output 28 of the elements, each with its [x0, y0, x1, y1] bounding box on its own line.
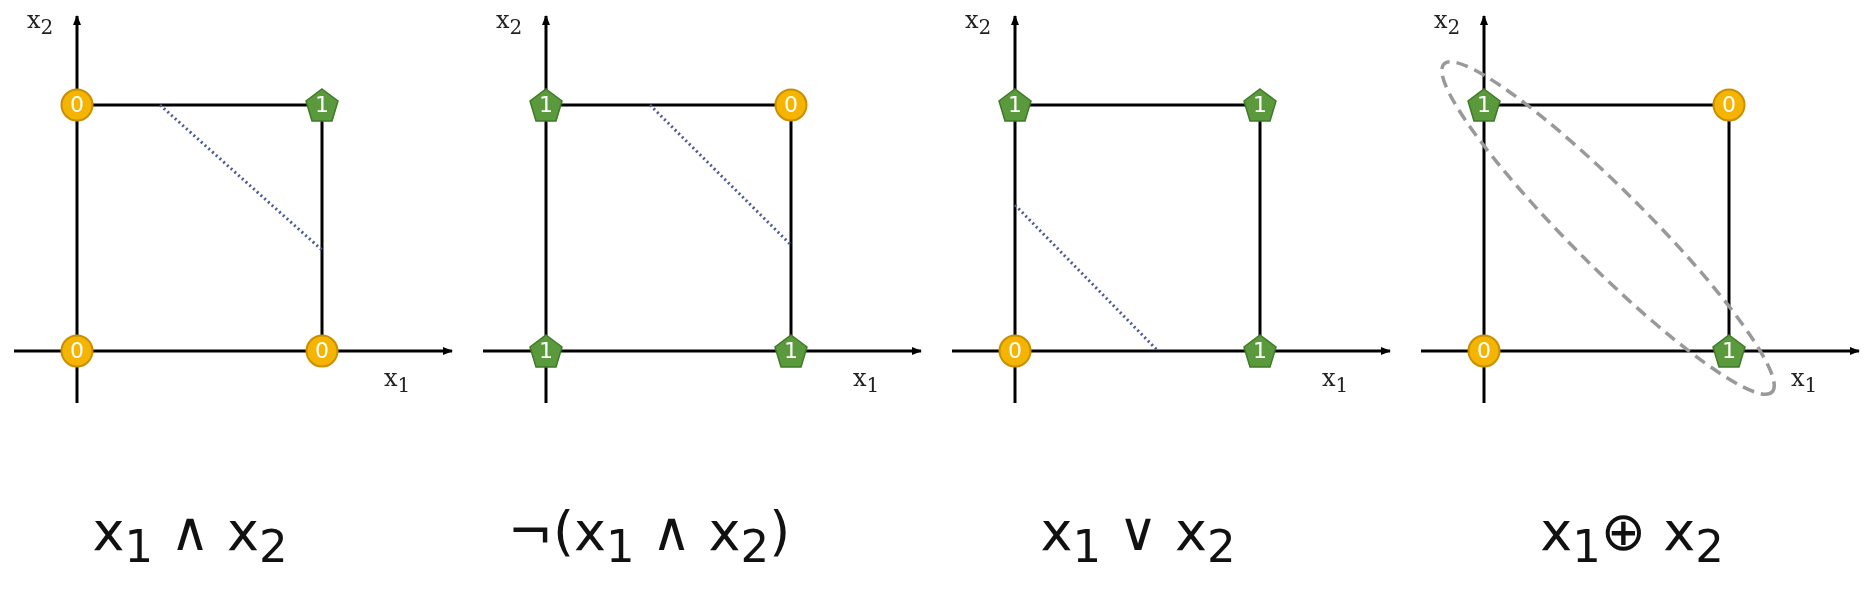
axis-label: x$_{2}$	[965, 6, 992, 39]
formula: x$_{1}$ ∧ x$_{2}$	[92, 500, 288, 573]
pentagon-marker: 1	[1243, 88, 1277, 122]
pentagon-marker: 1	[998, 88, 1032, 122]
axis-label: x$_{1}$	[1791, 364, 1818, 397]
pentagon-marker: 1	[774, 334, 808, 368]
formula: x$_{1}$ ∨ x$_{2}$	[1040, 500, 1236, 573]
circle-marker: 0	[774, 88, 808, 122]
pentagon-marker: 1	[1467, 88, 1501, 122]
circle-marker: 0	[305, 334, 339, 368]
circle-marker: 0	[60, 88, 94, 122]
axis-label: x$_{2}$	[27, 6, 54, 39]
axis-label: x$_{1}$	[1322, 364, 1349, 397]
pentagon-marker: 1	[529, 88, 563, 122]
axis-label: x$_{2}$	[1434, 6, 1461, 39]
pentagon-marker: 1	[529, 334, 563, 368]
pentagon-marker: 1	[305, 88, 339, 122]
circle-marker: 0	[1712, 88, 1746, 122]
pentagon-marker: 1	[1243, 334, 1277, 368]
circle-marker: 0	[998, 334, 1032, 368]
circle-marker: 0	[60, 334, 94, 368]
axis-label: x$_{2}$	[496, 6, 523, 39]
formula: ¬(x$_{1}$ ∧ x$_{2}$)	[507, 500, 791, 573]
axis-label: x$_{1}$	[853, 364, 880, 397]
pentagon-marker: 1	[1712, 334, 1746, 368]
formula: x$_{1}$⊕ x$_{2}$	[1540, 500, 1724, 573]
axis-label: x$_{1}$	[384, 364, 411, 397]
circle-marker: 0	[1467, 334, 1501, 368]
